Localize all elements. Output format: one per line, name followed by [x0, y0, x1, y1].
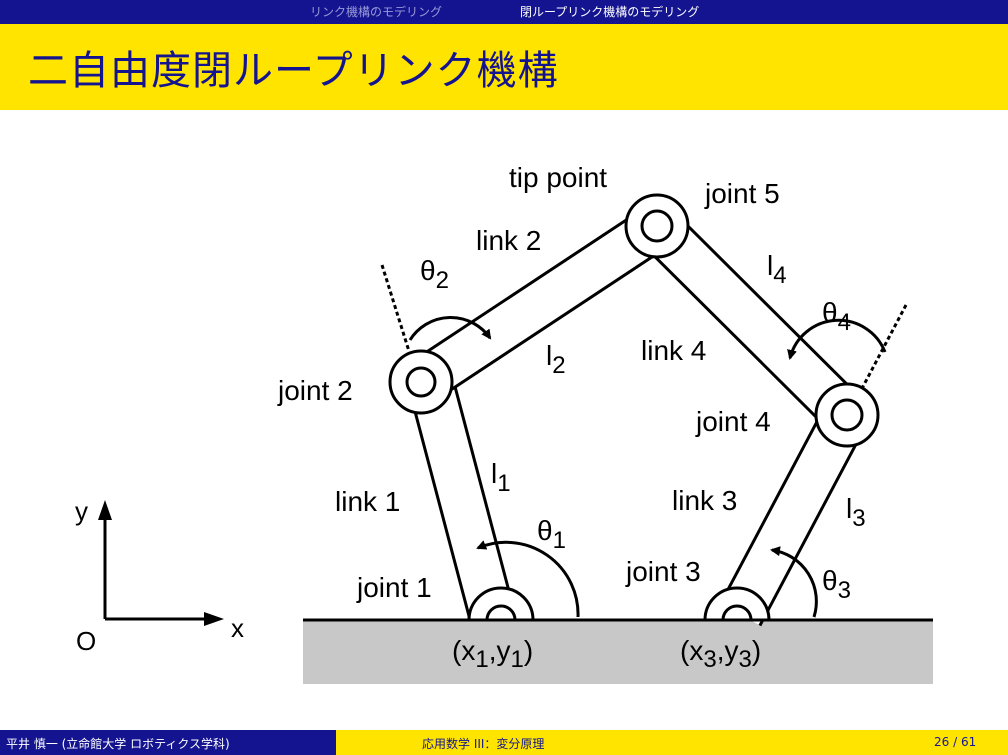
joint-3-icon [703, 586, 771, 622]
length-l1-label: l1 [491, 458, 511, 497]
joint-2-label: joint 2 [277, 375, 353, 406]
coordinate-axes [98, 500, 224, 626]
length-l4-label: l4 [767, 250, 787, 289]
theta1-label: θ1 [537, 515, 566, 554]
nav-subsection-link[interactable]: 閉ループリンク機構のモデリング [520, 5, 700, 19]
base-1-coordinates: (x1,y1) [452, 635, 533, 673]
theta4-label: θ4 [822, 297, 851, 336]
joint-2-icon [388, 349, 454, 415]
joint-3-label: joint 3 [625, 556, 701, 587]
theta4-arc [787, 318, 887, 360]
footer-course-segment: 応用数学 III：変分原理 [336, 730, 672, 755]
link-3-bar [718, 403, 868, 627]
length-l3-label: l3 [846, 493, 866, 532]
footer-bar: 平井 慎一 (立命館大学 ロボティクス学科) 応用数学 III：変分原理 26 … [0, 730, 1008, 755]
top-navigation-bar: リンク機構のモデリング 閉ループリンク機構のモデリング [0, 0, 1008, 24]
nav-section-link[interactable]: リンク機構のモデリング [310, 5, 443, 19]
joint-4-icon [814, 382, 880, 448]
theta2-arc [408, 316, 492, 341]
link-2-bar [414, 207, 669, 399]
link-1-label: link 1 [335, 486, 400, 517]
joint-1-icon [467, 586, 535, 622]
link-4-label: link 4 [641, 335, 706, 366]
footer-page-segment: 26 / 61 [672, 730, 1008, 755]
ground-block [303, 620, 933, 684]
axis-y-label: y [75, 496, 88, 526]
theta2-label: θ2 [420, 255, 449, 294]
origin-label: O [76, 626, 96, 656]
joint-5-icon [624, 193, 690, 259]
link-3-label: link 3 [672, 485, 737, 516]
closed-loop-linkage-diagram: y x O tip po [75, 162, 933, 684]
theta3-arc [770, 546, 818, 618]
link-4-bar [641, 210, 863, 433]
tip-point-label: tip point [509, 162, 607, 193]
slide-title: 二自由度閉ループリンク機構 [28, 48, 559, 94]
footer-author: 平井 慎一 (立命館大学 ロボティクス学科) [6, 737, 230, 751]
axis-x-label: x [231, 613, 244, 643]
joint-5-label: joint 5 [704, 178, 780, 209]
joint-1-label: joint 1 [356, 572, 432, 603]
link-1-bar [406, 373, 516, 622]
footer-course: 応用数学 III：変分原理 [422, 737, 545, 751]
footer-page-number: 26 / 61 [934, 735, 977, 749]
title-bar: 二自由度閉ループリンク機構 [0, 24, 1008, 110]
theta3-label: θ3 [822, 565, 851, 604]
base-3-coordinates: (x3,y3) [680, 635, 761, 673]
footer-author-segment: 平井 慎一 (立命館大学 ロボティクス学科) [0, 730, 336, 755]
joint-4-label: joint 4 [695, 406, 771, 437]
theta1-arc [476, 540, 580, 618]
length-l2-label: l2 [546, 340, 566, 379]
link-2-label: link 2 [476, 225, 541, 256]
